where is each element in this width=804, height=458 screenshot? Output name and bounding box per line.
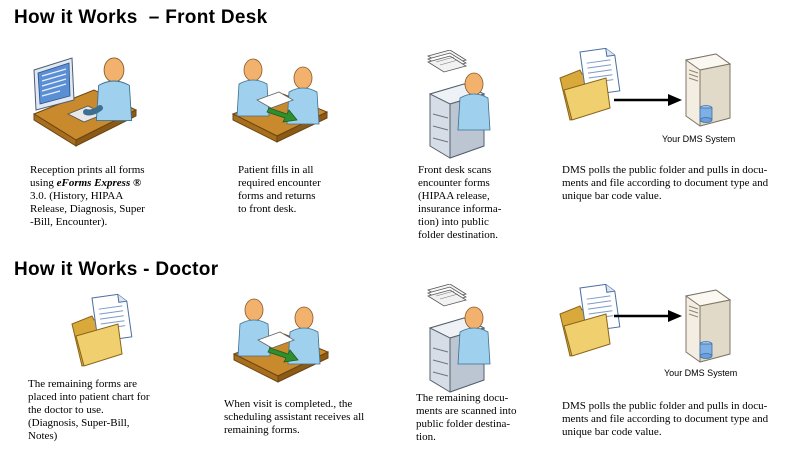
front-desk-step-2-caption: Patient fills in all required encounter … — [238, 164, 321, 215]
doctor-step-1-caption: The remaining forms are placed into pati… — [28, 378, 150, 442]
patient-form-handoff-icon — [231, 58, 329, 143]
front-desk-heading: How it Works – Front Desk — [14, 7, 268, 28]
server-label: Your DMS System — [662, 134, 736, 144]
folder-to-server-icon — [558, 284, 731, 363]
patient-form-handoff-icon — [232, 298, 330, 383]
doctor-heading: How it Works - Doctor — [14, 259, 219, 280]
front-desk-step-1-caption: Reception prints all forms using eForms … — [30, 164, 145, 228]
reception-computer-icon — [32, 57, 138, 147]
document-scanner-icon — [424, 50, 506, 162]
folder-document-icon — [66, 292, 136, 374]
front-desk-step-4-caption: DMS polls the public folder and pulls in… — [562, 164, 769, 202]
server-label: Your DMS System — [664, 368, 738, 378]
folder-to-server-icon — [558, 48, 731, 127]
doctor-step-2-caption: When visit is completed., the scheduling… — [224, 398, 365, 436]
doctor-step-4-caption: DMS polls the public folder and pulls in… — [562, 400, 769, 438]
front-desk-step-3-caption: Front desk scans encounter forms (HIPAA … — [418, 164, 502, 241]
doctor-step-3-caption: The remaining docu- ments are scanned in… — [416, 392, 517, 443]
document-scanner-icon — [424, 284, 506, 396]
